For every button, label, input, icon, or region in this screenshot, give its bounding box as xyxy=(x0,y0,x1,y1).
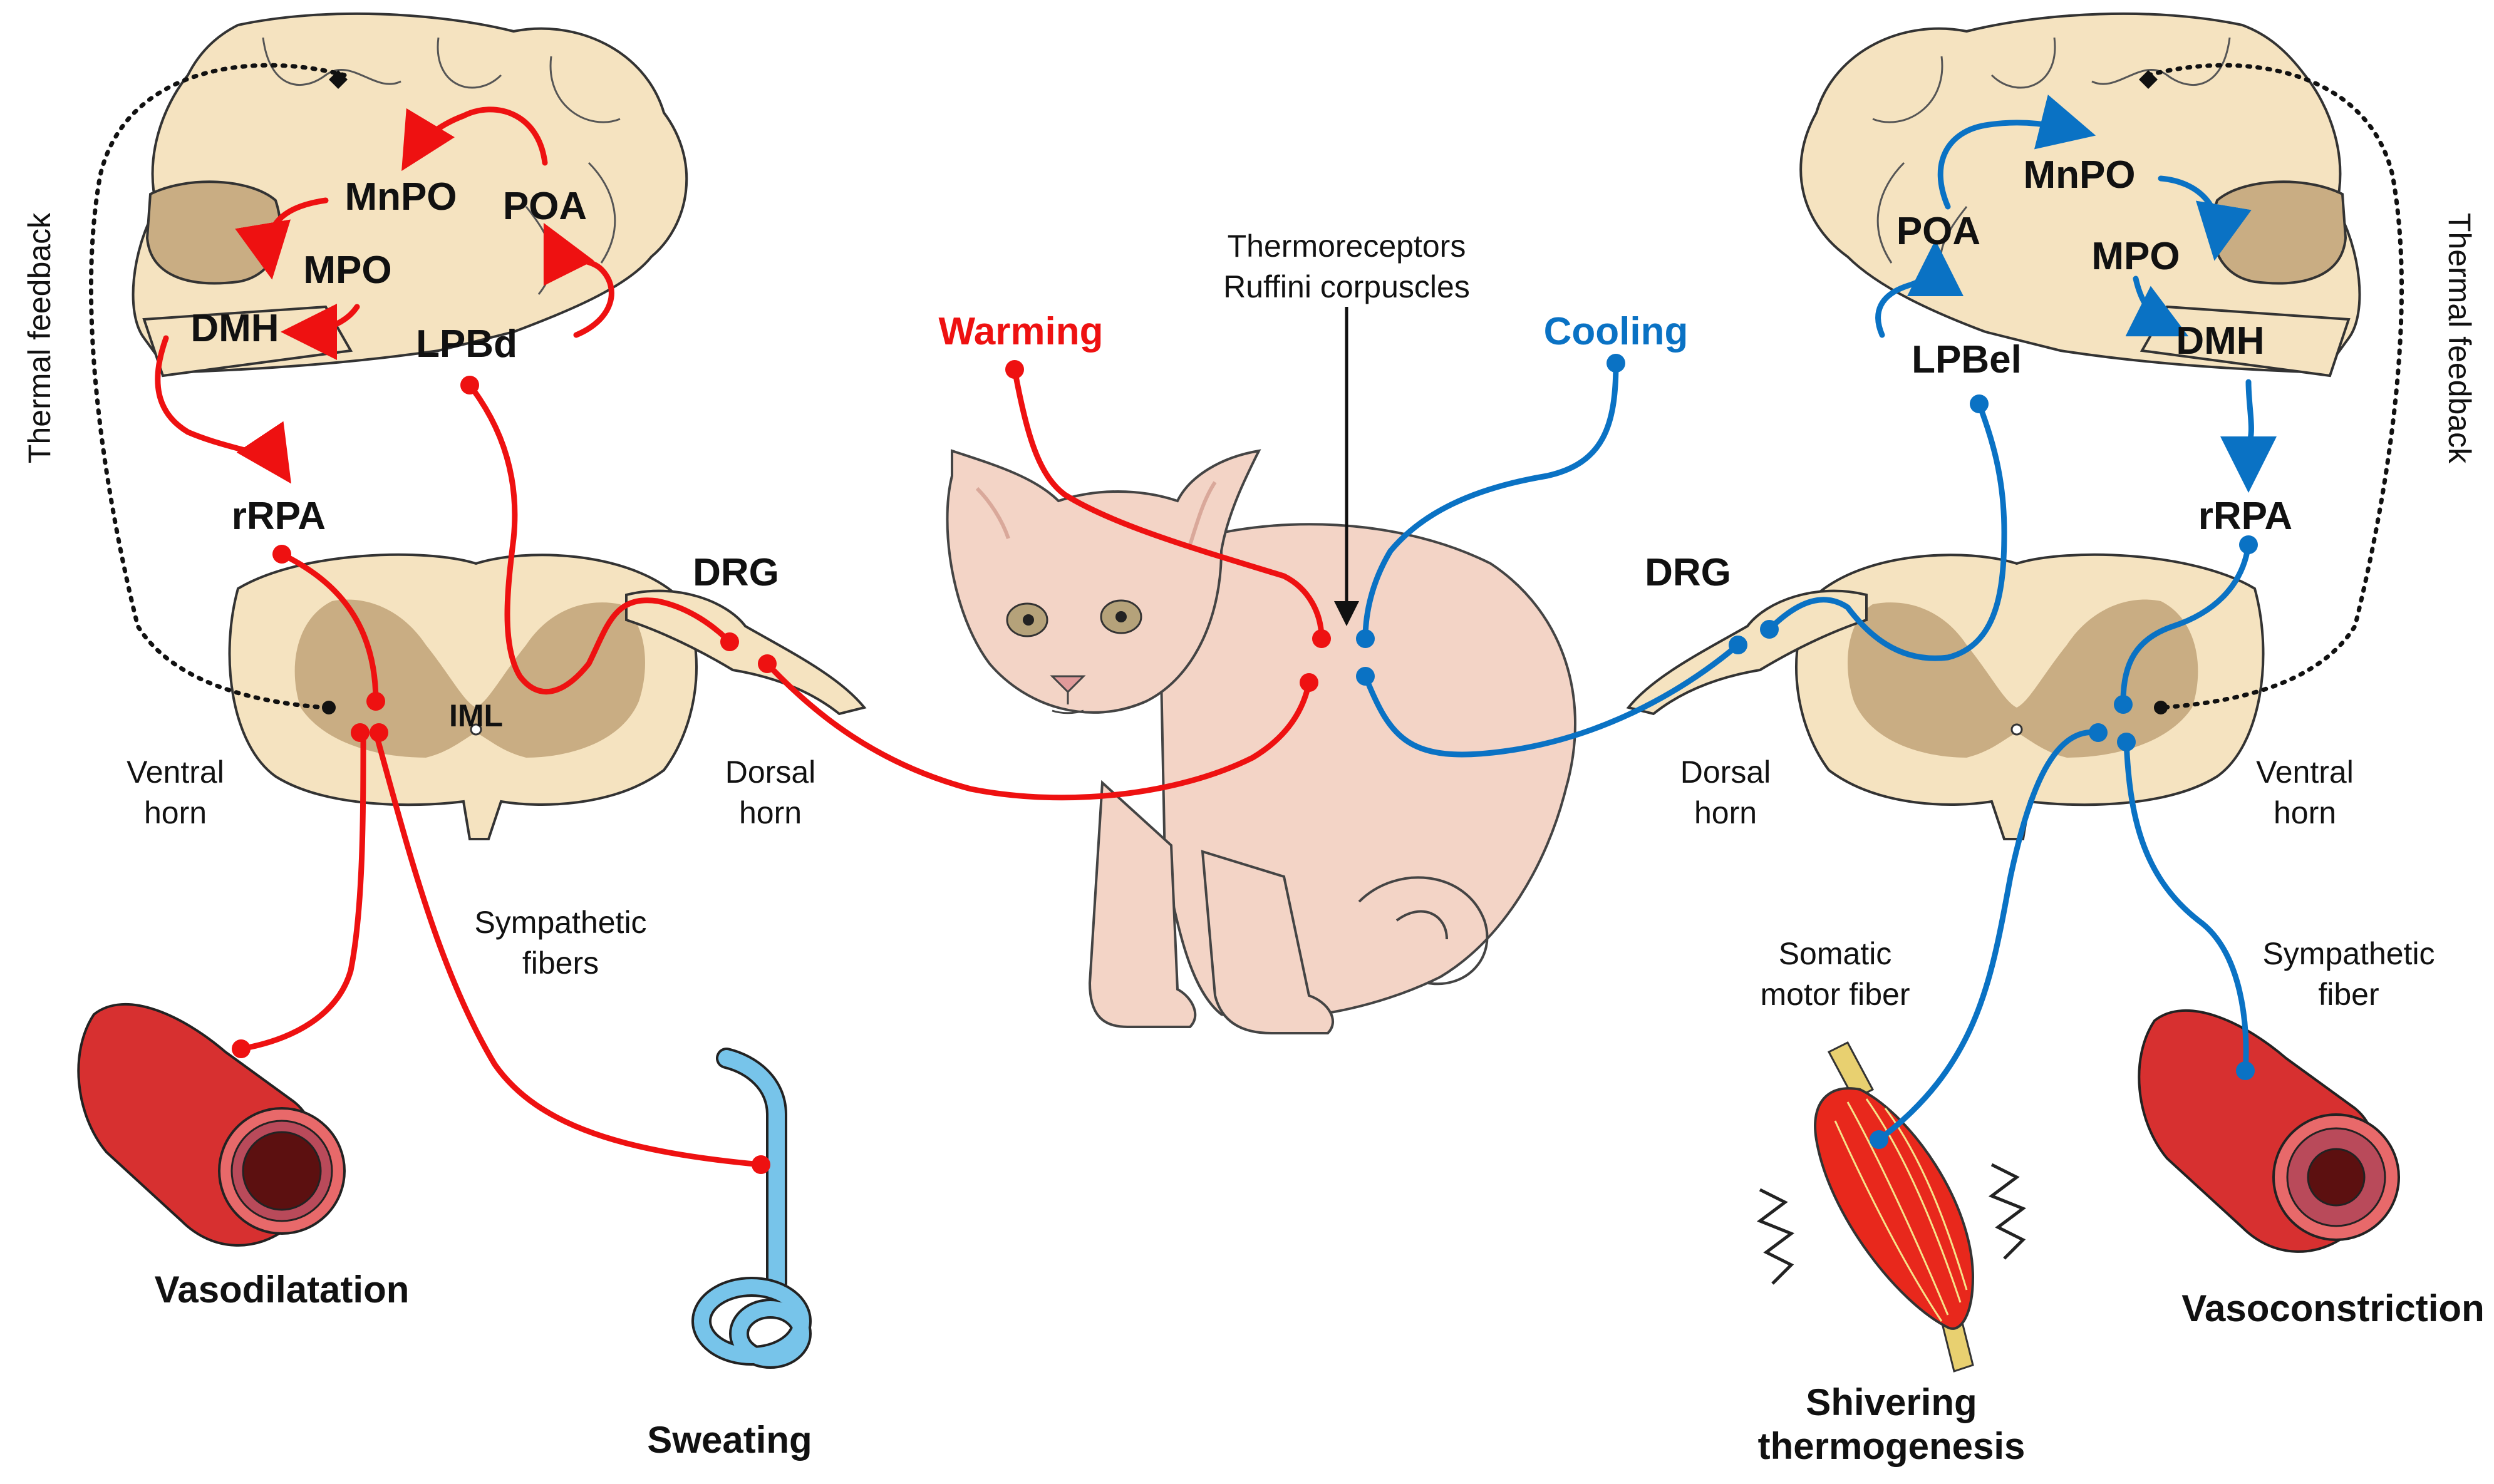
left-mnpo-label: MnPO xyxy=(344,175,457,219)
right-motor-fiber-1: Somatic xyxy=(1779,936,1892,971)
right-thermal-feedback-label: Thermal feedback xyxy=(2442,213,2477,464)
left-thermal-feedback-path xyxy=(88,63,347,710)
sweat-gland xyxy=(691,1048,812,1369)
left-feedback-dot xyxy=(322,701,336,714)
right-dorsal-horn-1: Dorsal xyxy=(1680,755,1771,790)
left-feedback-diamond-icon xyxy=(329,70,348,89)
right-motor-fiber-2: motor fiber xyxy=(1761,977,1910,1012)
right-drg-label: DRG xyxy=(1645,551,1731,594)
right-poa-label: POA xyxy=(1896,210,1980,253)
right-mpo-label: MPO xyxy=(2091,235,2180,278)
cool-pathways xyxy=(1362,95,2277,1143)
shiver-left-zigzag-icon xyxy=(1756,1188,1795,1285)
shivering-label-2: thermogenesis xyxy=(1758,1425,2026,1467)
shiver-right-zigzag-icon xyxy=(1988,1163,2027,1260)
vasoconstriction-label: Vasoconstriction xyxy=(2181,1287,2484,1329)
left-ventral-horn-1: Ventral xyxy=(127,755,224,790)
warm-terminals xyxy=(232,360,1331,1174)
right-feedback-diamond-icon xyxy=(2139,70,2158,89)
warm-pathways xyxy=(155,106,1325,1168)
right-mnpo-label: MnPO xyxy=(2023,153,2135,197)
right-thermal-feedback-path xyxy=(2146,63,2404,710)
left-fibers-1: Sympathetic xyxy=(474,905,646,940)
right-ventral-horn-2: horn xyxy=(2274,795,2336,830)
left-drg-label: DRG xyxy=(693,551,779,594)
sphynx-cat xyxy=(946,449,1576,1034)
right-ventral-horn-1: Ventral xyxy=(2256,755,2354,790)
left-spinal-cord xyxy=(228,553,867,840)
right-symp-fiber-1: Sympathetic xyxy=(2262,936,2434,971)
vasodilatation-label: Vasodilatation xyxy=(155,1269,410,1311)
warming-label: Warming xyxy=(939,310,1104,353)
left-fibers-2: fibers xyxy=(522,946,599,981)
left-rrpa-label: rRPA xyxy=(232,495,326,538)
left-iml-label: IML xyxy=(449,698,503,733)
right-dorsal-horn-2: horn xyxy=(1694,795,1757,830)
right-rrpa-label: rRPA xyxy=(2198,495,2292,538)
left-dorsal-horn-1: Dorsal xyxy=(725,755,815,790)
right-feedback-dot xyxy=(2154,701,2168,714)
left-mpo-label: MPO xyxy=(303,249,391,292)
shivering-label-1: Shivering xyxy=(1806,1381,1977,1423)
sweating-label: Sweating xyxy=(647,1419,812,1461)
receptor-label-2: Ruffini corpuscles xyxy=(1223,269,1470,304)
left-blood-vessel xyxy=(77,1003,346,1247)
skeletal-muscle xyxy=(1756,1041,2027,1373)
right-lpbel-label: LPBel xyxy=(1912,338,2022,381)
left-lpbd-label: LPBd xyxy=(416,322,517,366)
left-ventral-horn-2: horn xyxy=(144,795,207,830)
left-thermal-feedback-label: Thermal feedback xyxy=(22,212,57,463)
left-dmh-label: DMH xyxy=(190,307,279,350)
receptor-label-1: Thermoreceptors xyxy=(1228,229,1466,264)
right-dmh-label: DMH xyxy=(2176,319,2264,363)
cool-terminals xyxy=(1356,354,2258,1149)
right-symp-fiber-2: fiber xyxy=(2318,977,2379,1012)
left-poa-label: POA xyxy=(503,185,587,228)
cooling-label: Cooling xyxy=(1544,310,1689,353)
right-blood-vessel xyxy=(2138,1009,2400,1253)
left-dorsal-horn-2: horn xyxy=(739,795,802,830)
